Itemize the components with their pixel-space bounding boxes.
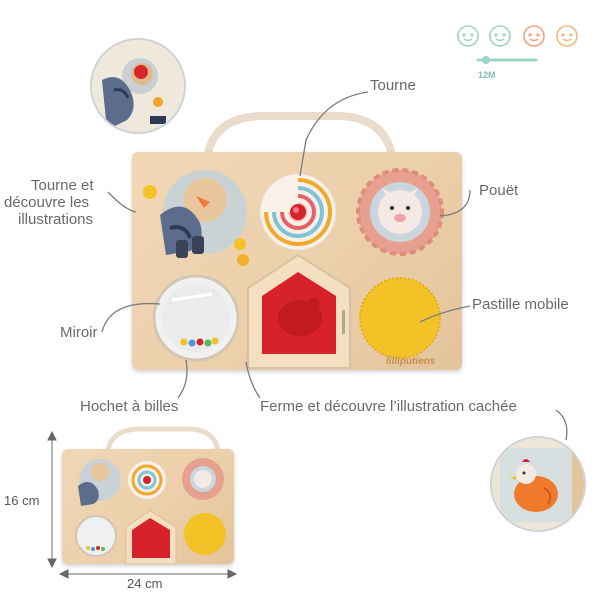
zoom-illustration-circle [90,38,186,134]
hen-illustration [492,438,584,530]
callout-pastille: Pastille mobile [472,296,569,313]
zoom-hen-circle [490,436,586,532]
callout-ferme: Ferme et découvre l’illustration cachée [260,398,517,415]
width-dimension: 24 cm [127,576,163,591]
age-label: 12M [478,70,496,80]
age-scale: 12M [456,20,586,80]
callout-tourne: Tourne [370,77,416,94]
callout-tourne-decouvre-line2: découvre les [4,194,90,211]
age-faces [457,25,578,64]
brand-logo: lilliputiens [386,356,436,367]
height-dimension: 16 cm [4,493,40,508]
callout-hochet: Hochet à billes [80,398,179,415]
baby-face-icon [489,25,511,47]
baby-face-icon [457,25,479,47]
callout-tourne-decouvre-line3: illustrations [18,211,94,228]
callout-tourne-decouvre-line1: Tourne et [31,177,94,194]
age-marker [482,56,490,64]
baby-face-icon [523,25,545,47]
callout-miroir: Miroir [60,324,98,341]
baby-face-icon [556,25,578,47]
callout-pouet: Pouët [479,182,519,199]
donkey-illustration [92,40,184,132]
